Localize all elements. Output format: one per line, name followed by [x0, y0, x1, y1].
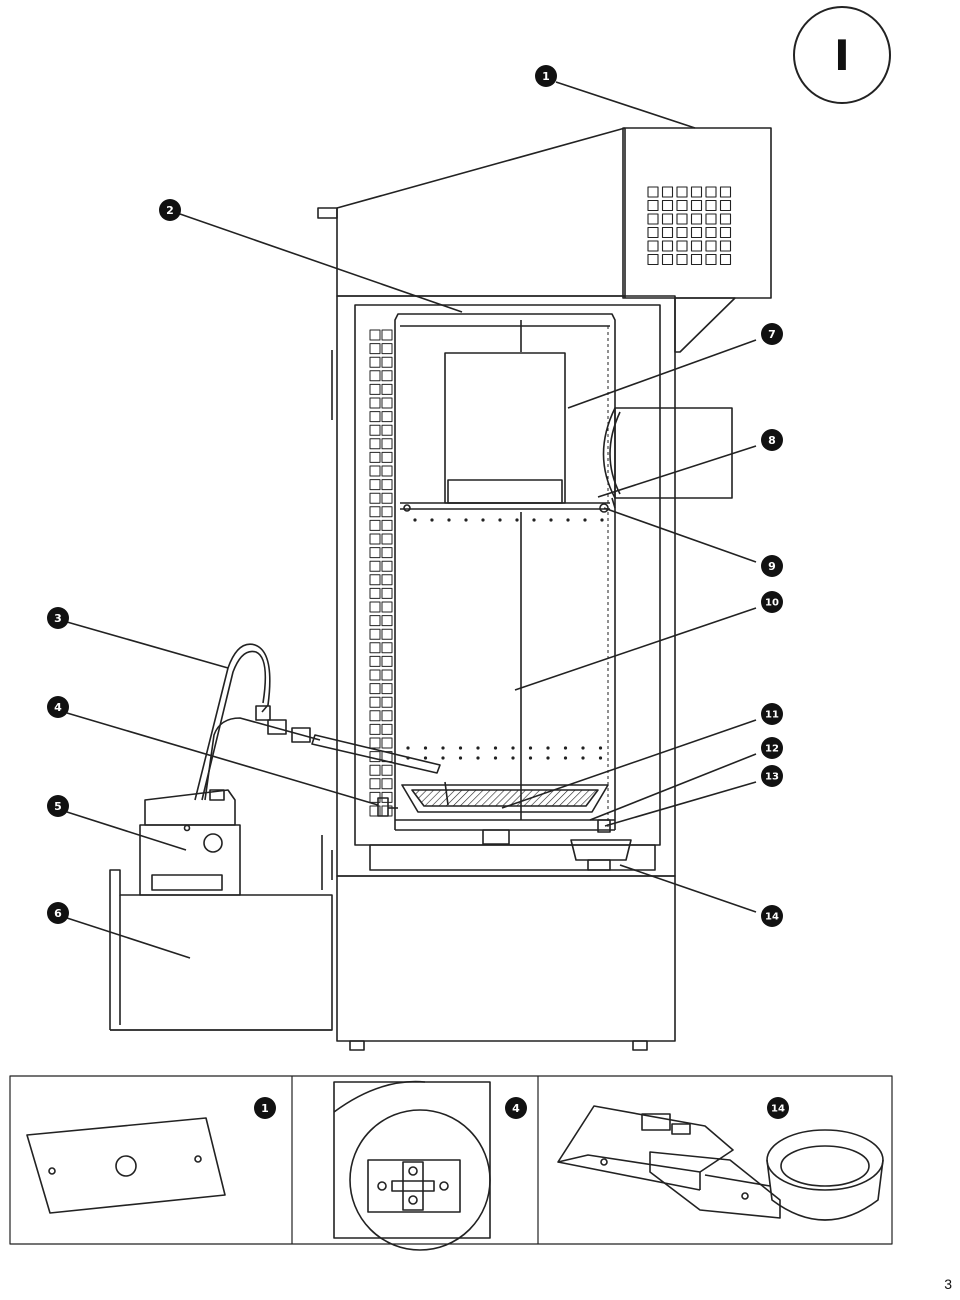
main-cabinet [331, 295, 676, 1051]
combustion-chamber [394, 313, 616, 845]
svg-text:12: 12 [765, 744, 779, 755]
fuel-pump [139, 789, 241, 896]
section-marker-label: I [834, 31, 850, 80]
detail-plate [26, 1117, 226, 1214]
callout-2: 2 [159, 199, 181, 221]
svg-text:9: 9 [768, 560, 776, 573]
detail-thermostat [333, 1080, 491, 1251]
callout-6: 6 [47, 902, 69, 924]
svg-text:2: 2 [166, 204, 174, 217]
callout-7: 7 [761, 323, 783, 345]
detail-sensor [557, 1105, 884, 1221]
callout-1: 1 [535, 65, 557, 87]
callout-13: 13 [761, 765, 783, 787]
svg-text:3: 3 [54, 612, 62, 625]
svg-text:1: 1 [542, 70, 550, 83]
fuel-tank [109, 835, 333, 1031]
leader-lines [66, 81, 757, 959]
callout-markers: 1 2 3 4 5 6 7 8 9 10 11 12 13 14 1 4 14 [47, 65, 789, 1119]
callout-10: 10 [761, 591, 783, 613]
thermostat [377, 797, 398, 817]
svg-text:13: 13 [765, 772, 779, 783]
callout-5: 5 [47, 795, 69, 817]
detail-callout-4: 4 [505, 1097, 527, 1119]
svg-text:4: 4 [54, 701, 62, 714]
svg-text:8: 8 [768, 434, 776, 447]
section-marker [793, 6, 891, 104]
svg-text:5: 5 [54, 800, 62, 813]
svg-text:4: 4 [512, 1102, 520, 1115]
svg-text:7: 7 [768, 328, 776, 341]
control-panel-vent [647, 186, 732, 266]
svg-text:6: 6 [54, 907, 62, 920]
detail-callout-1: 1 [254, 1097, 276, 1119]
svg-text:11: 11 [765, 710, 779, 721]
insulation-panel [369, 329, 393, 817]
exhaust-outlet [403, 407, 733, 513]
svg-text:1: 1 [261, 1102, 269, 1115]
detail-callout-14: 14 [767, 1097, 789, 1119]
svg-text:14: 14 [765, 912, 779, 923]
callout-14: 14 [761, 905, 783, 927]
svg-text:10: 10 [765, 598, 779, 609]
detail-panel [9, 1075, 893, 1245]
svg-text:14: 14 [771, 1104, 785, 1115]
callout-3: 3 [47, 607, 69, 629]
perforation-dots [406, 518, 604, 760]
burner-pot [401, 781, 609, 813]
callout-11: 11 [761, 703, 783, 725]
callout-12: 12 [761, 737, 783, 759]
callout-4: 4 [47, 696, 69, 718]
callout-9: 9 [761, 555, 783, 577]
top-housing [317, 127, 772, 353]
page-number: 3 [944, 1276, 952, 1292]
flame-sensor [570, 819, 632, 871]
callout-8: 8 [761, 429, 783, 451]
fuel-line [194, 643, 441, 801]
